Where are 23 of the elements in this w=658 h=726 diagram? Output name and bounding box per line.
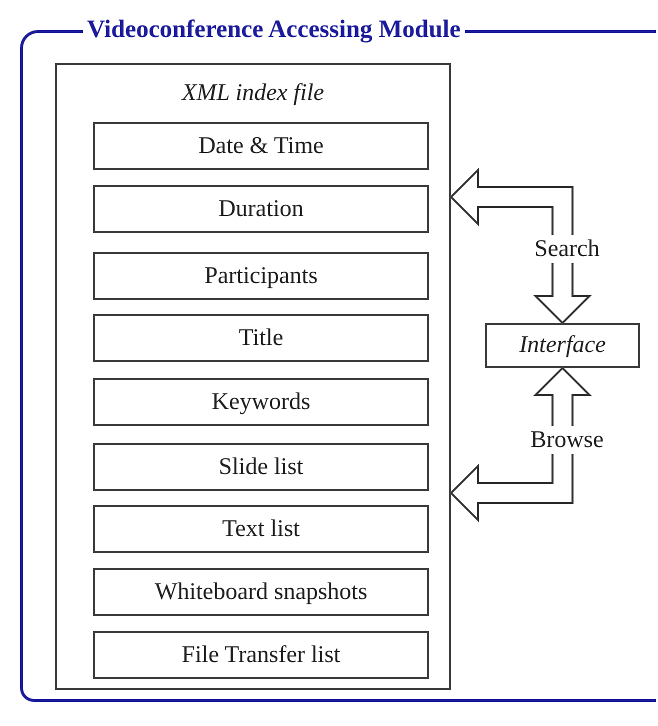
field-box	[93, 505, 429, 553]
field-label: File Transfer list	[180, 641, 342, 670]
field-box	[93, 568, 429, 616]
field-box	[93, 378, 429, 426]
file-heading: XML index file	[180, 79, 326, 108]
field-label: Duration	[217, 195, 305, 224]
field-label: Slide list	[218, 453, 304, 482]
field-box	[93, 122, 429, 170]
field-label: Whiteboard snapshots	[154, 578, 368, 607]
edge-label: Browse	[528, 426, 606, 454]
field-box	[93, 314, 429, 362]
field-label: Date & Time	[197, 132, 325, 161]
field-label: Text list	[221, 515, 301, 544]
field-label: Keywords	[210, 388, 312, 417]
interface-box	[485, 323, 640, 368]
interface-label: Interface	[518, 331, 607, 360]
field-label: Participants	[203, 262, 319, 291]
field-box	[93, 185, 429, 233]
field-box	[93, 443, 429, 491]
field-box	[93, 252, 429, 300]
index-file-box	[55, 63, 451, 690]
field-label: Title	[238, 324, 284, 353]
field-box	[93, 631, 429, 679]
